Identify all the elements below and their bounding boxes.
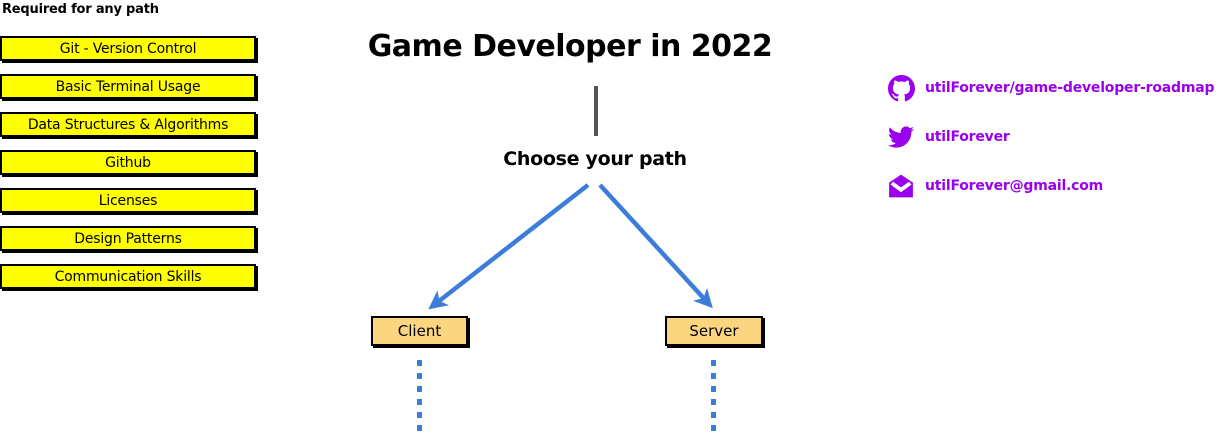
branch-arrows	[428, 183, 713, 310]
required-topic-item[interactable]: Git - Version Control	[0, 36, 256, 61]
required-topic-label: Git - Version Control	[59, 40, 197, 57]
path-node-label: Server	[689, 322, 739, 340]
required-topic-item[interactable]: Communication Skills	[0, 264, 256, 289]
contact-link-email[interactable]: utilForever@gmail.com	[886, 170, 1222, 202]
contact-link-label: utilForever	[925, 129, 1010, 145]
email-icon	[886, 171, 916, 201]
required-topic-item[interactable]: Licenses	[0, 188, 256, 213]
github-icon	[886, 73, 916, 103]
contact-link-label: utilForever/game-developer-roadmap	[925, 80, 1215, 96]
required-topic-label: Basic Terminal Usage	[55, 78, 201, 95]
required-topic-label: Design Patterns	[74, 230, 182, 247]
required-topic-label: Communication Skills	[54, 268, 202, 285]
required-topic-list: Git - Version Control Basic Terminal Usa…	[0, 36, 262, 302]
trunk-connector-line	[594, 86, 598, 136]
required-topic-label: Github	[105, 154, 151, 171]
contact-link-label: utilForever@gmail.com	[925, 178, 1104, 194]
required-topic-label: Licenses	[98, 192, 158, 209]
contact-links-section: utilForever/game-developer-roadmap utilF…	[886, 72, 1222, 219]
dotted-connector-client	[417, 360, 422, 434]
required-heading: Required for any path	[2, 2, 159, 17]
required-topic-item[interactable]: Design Patterns	[0, 226, 256, 251]
path-node-client[interactable]: Client	[371, 316, 468, 346]
required-topic-item[interactable]: Data Structures & Algorithms	[0, 112, 256, 137]
choose-your-path-label: Choose your path	[503, 148, 687, 170]
roadmap-flow-area: Game Developer in 2022 Choose your path …	[270, 0, 870, 434]
page-title: Game Developer in 2022	[367, 29, 773, 64]
path-node-server[interactable]: Server	[665, 316, 763, 346]
arrow-to-server	[598, 183, 713, 309]
required-topic-label: Data Structures & Algorithms	[27, 116, 229, 133]
required-topic-item[interactable]: Basic Terminal Usage	[0, 74, 256, 99]
contact-link-github[interactable]: utilForever/game-developer-roadmap	[886, 72, 1222, 104]
required-topic-item[interactable]: Github	[0, 150, 256, 175]
path-node-label: Client	[397, 322, 442, 340]
required-section: Required for any path Git - Version Cont…	[0, 0, 262, 289]
dotted-connector-server	[711, 360, 716, 434]
contact-link-twitter[interactable]: utilForever	[886, 121, 1222, 153]
arrow-to-client	[428, 183, 590, 310]
twitter-icon	[886, 122, 916, 152]
